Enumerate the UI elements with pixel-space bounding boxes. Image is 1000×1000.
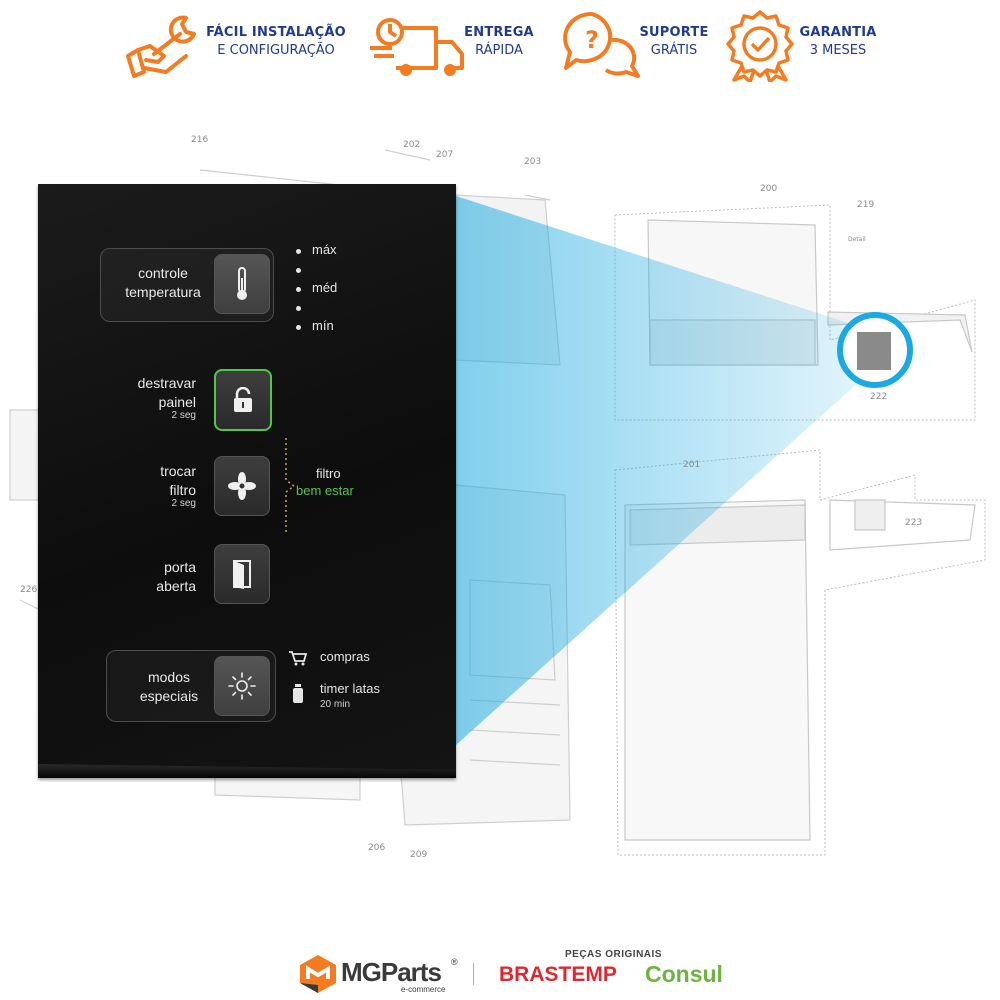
feature-subtitle: E CONFIGURAÇÃO [217, 43, 335, 58]
part-number: 203 [524, 157, 542, 167]
unlock-panel-button[interactable] [214, 369, 272, 431]
level-min-label: mín [312, 318, 334, 333]
level-indicator [296, 306, 301, 311]
panel-edge [38, 764, 456, 778]
mode-timer-label: timer latas [320, 681, 380, 696]
part-number: 202 [403, 140, 421, 150]
change-filter-label: trocar filtro [160, 463, 196, 498]
level-indicator-max [296, 249, 301, 254]
feature-title: GARANTIA [799, 25, 877, 40]
temperature-button[interactable] [214, 254, 270, 314]
original-parts-label: PEÇAS ORIGINAIS [565, 949, 662, 960]
door-open-indicator[interactable] [214, 544, 270, 604]
part-number: 206 [368, 843, 386, 853]
level-med-label: méd [312, 280, 338, 295]
feature-subtitle: GRÁTIS [650, 43, 698, 58]
filter-status-title: filtro [316, 466, 341, 481]
feature-title: FÁCIL INSTALAÇÃO [206, 25, 346, 40]
special-modes-button[interactable] [214, 656, 270, 716]
part-number: 200 [760, 184, 778, 194]
unlock-duration: 2 seg [171, 410, 196, 421]
question-chat-icon: ? [563, 11, 640, 78]
feature-installation: FÁCIL INSTALAÇÃO E CONFIGURAÇÃO [124, 10, 354, 86]
brastemp-logo: BRASTEMP [499, 963, 617, 986]
filter-bracket [285, 438, 296, 534]
level-indicator-min [296, 325, 301, 330]
feature-title: ENTREGA [464, 25, 534, 40]
part-number: 219 [857, 200, 875, 210]
feature-delivery: ENTREGA RÁPIDA [366, 10, 541, 86]
thermometer-icon [237, 267, 247, 300]
part-number: 226 [20, 585, 38, 595]
part-number: 209 [410, 850, 428, 860]
svg-text:?: ? [585, 26, 599, 54]
part-number: 222 [870, 392, 888, 402]
change-filter-duration: 2 seg [171, 498, 196, 509]
door-icon [233, 560, 251, 589]
mgparts-registered: ® [451, 957, 458, 967]
part-number: 201 [683, 460, 701, 470]
consul-logo: Consul [645, 961, 723, 987]
feature-support: ? SUPORTE GRÁTIS [562, 10, 717, 86]
footer-divider [473, 963, 474, 985]
feature-subtitle: RÁPIDA [475, 43, 523, 58]
change-filter-button[interactable] [214, 456, 270, 516]
mgparts-logo-icon [300, 955, 336, 993]
mode-shopping-label: compras [320, 649, 370, 664]
feature-subtitle: 3 MESES [809, 43, 867, 58]
delivery-truck-icon [370, 18, 464, 76]
temperature-label: controle temperatura [125, 265, 201, 300]
unlock-panel-label: destravar painel [137, 375, 196, 410]
filter-status-value: bem estar [296, 483, 354, 498]
door-open-label: porta aberta [156, 559, 196, 594]
padlock-icon [234, 387, 252, 412]
level-indicator-med [296, 287, 301, 292]
part-number: 216 [191, 135, 209, 145]
can-icon [293, 684, 303, 703]
warranty-badge-icon [726, 10, 794, 82]
mgparts-name: MGParts [341, 957, 442, 987]
mode-timer-duration: 20 min [320, 699, 351, 710]
sun-icon [228, 672, 256, 700]
mgparts-subtitle: e-commerce [401, 985, 446, 994]
level-max-label: máx [312, 242, 337, 257]
part-number: 207 [436, 150, 454, 160]
level-indicator [296, 268, 301, 273]
feature-warranty: GARANTIA 3 MESES [722, 10, 882, 86]
diagram-note: Detail [848, 236, 866, 243]
special-modes-label: modos especiais [139, 669, 199, 704]
wrench-hand-icon [126, 15, 196, 78]
fan-icon [228, 472, 256, 500]
shopping-cart-icon [289, 651, 308, 666]
footer-brands: MGParts ® e-commerce PEÇAS ORIGINAIS BRA… [297, 945, 727, 1000]
part-number: 223 [905, 518, 923, 528]
refrigerator-control-panel: controle temperatura máx méd mín destrav… [38, 184, 456, 778]
feature-title: SUPORTE [639, 25, 709, 40]
